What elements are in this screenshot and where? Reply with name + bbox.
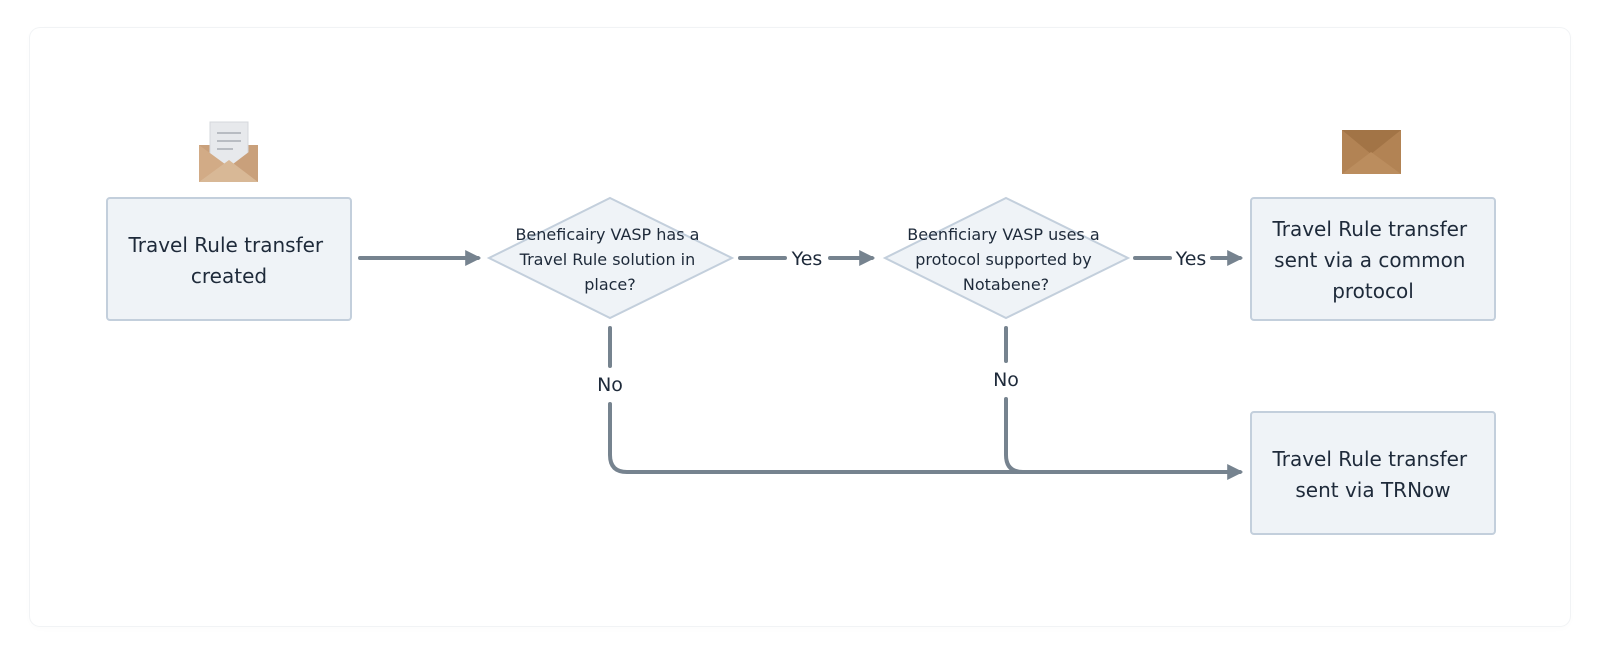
open-envelope-with-letter-icon: [199, 121, 258, 182]
node-decision1-line-1: Beneficairy VASP has a: [515, 225, 699, 244]
edge-label-no1: No: [597, 374, 623, 396]
edge-label-no2: No: [993, 369, 1019, 391]
node-end-common-line-2: sent via a common: [1274, 248, 1465, 272]
node-decision2: Beenficiary VASP uses a protocol support…: [882, 196, 1131, 320]
node-decision1-line-3: place?: [584, 275, 636, 294]
svg-text:Travel Rule transfer cre: Travel Rule transfer created: [127, 233, 329, 288]
edge-no1-bottom: [608, 402, 1244, 480]
node-end-trnow: Travel Rule transfer sent via TRNow: [1250, 411, 1496, 535]
edge-no2-bottom: [1004, 397, 1025, 474]
edge-label-yes2: Yes: [1175, 248, 1207, 270]
node-end-trnow-line-2: sent via TRNow: [1295, 478, 1450, 502]
svg-text:Beneficairy VASP has a T: Beneficairy VASP has a Travel Rule solut…: [515, 225, 704, 294]
node-end-common-line-3: protocol: [1332, 279, 1414, 303]
node-decision1-line-2: Travel Rule solution in: [519, 250, 696, 269]
svg-text:Travel Rule transfer sen: Travel Rule transfer sent via a common p…: [1271, 217, 1473, 303]
edge-label-yes1: Yes: [791, 248, 823, 270]
closed-envelope-icon: [1342, 130, 1401, 174]
node-start-line-2: created: [191, 264, 267, 288]
node-end-common: Travel Rule transfer sent via a common p…: [1250, 197, 1496, 321]
node-start-line-1: Travel Rule transfer: [127, 233, 323, 257]
node-decision2-line-2: protocol supported by: [915, 250, 1092, 269]
node-decision1: Beneficairy VASP has a Travel Rule solut…: [486, 196, 735, 320]
node-end-common-line-1: Travel Rule transfer: [1271, 217, 1467, 241]
svg-text:Travel Rule transfer sen: Travel Rule transfer sent via TRNow: [1271, 447, 1473, 502]
node-decision2-line-1: Beenficiary VASP uses a: [907, 225, 1099, 244]
node-decision2-line-3: Notabene?: [963, 275, 1049, 294]
svg-text:Beenficiary VASP uses a: Beenficiary VASP uses a protocol support…: [907, 225, 1104, 294]
node-end-trnow-line-1: Travel Rule transfer: [1271, 447, 1467, 471]
edges: [358, 250, 1244, 480]
node-start: Travel Rule transfer created: [106, 197, 352, 321]
